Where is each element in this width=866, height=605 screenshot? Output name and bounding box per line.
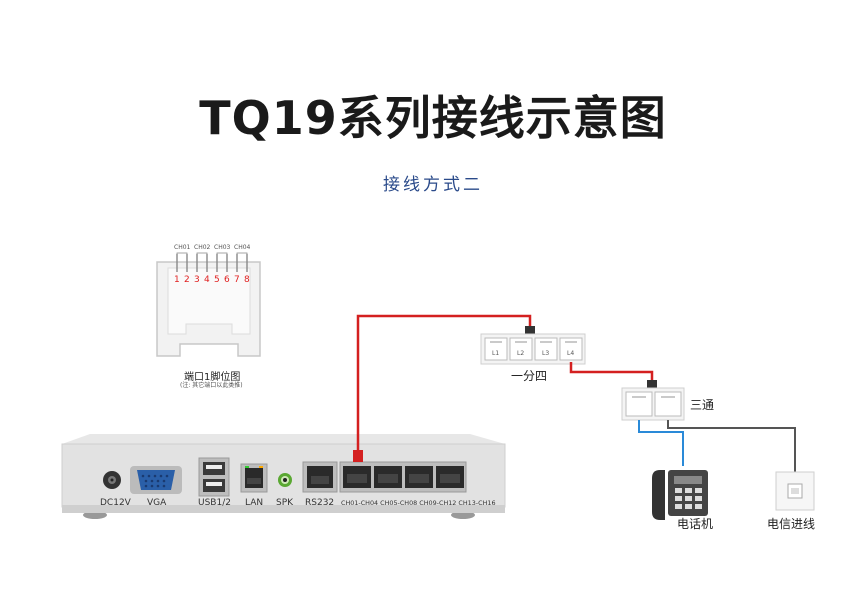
vga-port [130,466,182,494]
port-label-vga: VGA [147,498,167,508]
channel-ports [339,461,467,493]
channel-label-ch04: CH04 [234,244,251,251]
splitter-jack-label-3: L3 [542,350,550,357]
channel-label-ch01: CH01 [174,244,191,251]
pin-number-1: 1 [174,275,180,285]
port-label-dc: DC12V [100,498,131,508]
port-label-spk: SPK [276,498,294,508]
splitter-jack-label-4: L4 [567,350,575,357]
splitter-jack-label-2: L2 [517,350,525,357]
page-title: TQ19系列接线示意图 [199,91,667,145]
pin-contacts [176,254,248,272]
red-cable-device-to-splitter [353,314,535,462]
pin-number-6: 6 [224,275,230,285]
telephone-icon [652,470,708,520]
pin-number-7: 7 [234,275,240,285]
splitter-label: 一分四 [511,369,548,383]
channel-label-ch03: CH03 [214,244,231,251]
pinout-caption: 端口1脚位图 [184,372,241,383]
blue-cable-tee-to-phone [638,420,684,466]
red-cable-splitter-to-tee [569,362,657,388]
rs232-port [302,461,338,493]
speaker-jack [278,473,292,487]
wall-jack-icon [775,471,815,511]
tee-adapter [621,387,685,421]
pin-number-5: 5 [214,275,220,285]
dc-jack [103,471,121,489]
channel-label-ch02: CH02 [194,244,211,251]
port-label-lan: LAN [245,498,264,508]
pinout-note: (注: 其它端口以此类推) [180,382,243,389]
pin-number-2: 2 [184,275,190,285]
port-label-rs232: RS232 [305,498,335,508]
pin-number-3: 3 [194,275,200,285]
splitter-jack-label-1: L1 [492,350,500,357]
rj-pinout-illustration [156,252,261,357]
pin-number-4: 4 [204,275,210,285]
tee-label: 三通 [690,398,715,412]
gray-cable-tee-to-wall [667,420,796,472]
phone-label: 电话机 [677,517,714,531]
page-subtitle: 接线方式二 [383,175,483,195]
lan-port [240,463,268,493]
usb-ports [198,457,230,497]
port-label-usb: USB1/2 [198,498,231,508]
pin-number-8: 8 [244,275,250,285]
port-label-channels: CH01-CH04 CH05-CH08 CH09-CH12 CH13-CH16 [341,499,496,507]
splitter-one-to-four [480,333,586,365]
wall-jack-label: 电信进线 [767,517,816,531]
